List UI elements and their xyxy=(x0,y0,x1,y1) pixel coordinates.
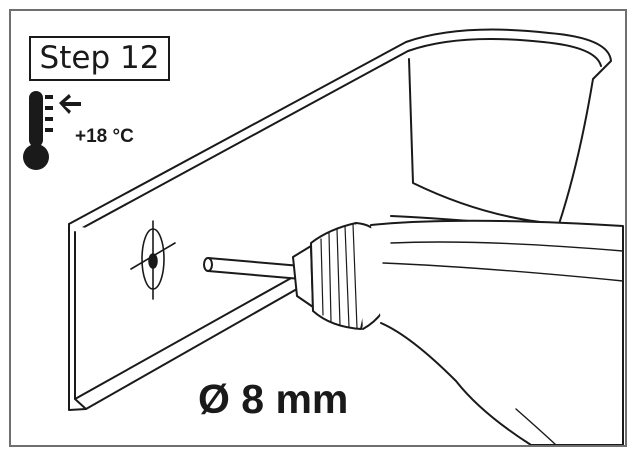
drill-bit xyxy=(203,257,302,280)
drilling-illustration xyxy=(23,28,624,445)
temperature-label: +18 °C xyxy=(75,126,134,147)
drill-mark xyxy=(130,220,176,300)
drill-body xyxy=(370,219,624,445)
thermometer-icon xyxy=(23,91,81,170)
drill-diameter-label: Ø 8 mm xyxy=(198,376,349,422)
step-label: Step 12 xyxy=(29,36,170,81)
instruction-panel: Step 12 +18 °C Ø 8 mm xyxy=(9,9,627,447)
